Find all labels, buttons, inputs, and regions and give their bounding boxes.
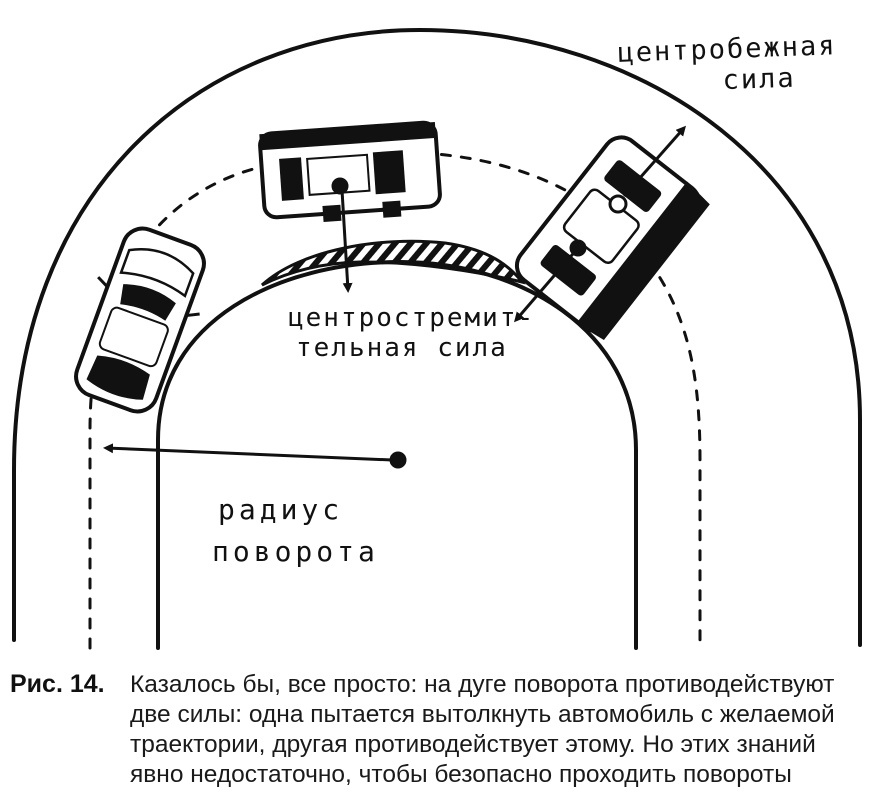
turn-diagram	[12, 27, 862, 650]
car-top	[258, 120, 442, 222]
caption-line-4: явно недостаточно, чтобы безопасно прохо…	[130, 761, 792, 788]
radius-label-line-1: радиус	[218, 493, 344, 526]
car-right	[514, 135, 710, 340]
caption-text: Казалось бы, все просто: на дуге поворот…	[130, 670, 870, 790]
centripetal-label-line-1: центростремит-	[288, 303, 536, 333]
figure-caption: Рис. 14. Казалось бы, все просто: на дуг…	[0, 660, 876, 804]
centripetal-force-label: центростремит- тельная сила	[288, 303, 536, 364]
hatched-curb	[260, 239, 526, 287]
caption-line-2: две силы: одна пытается вытолкнуть автом…	[130, 701, 835, 728]
figure-number: Рис. 14.	[10, 670, 105, 698]
caption-line-3: траектории, другая противодействует этом…	[130, 731, 816, 758]
centrifugal-force-label: центробежная сила	[617, 30, 838, 100]
centripetal-label-line-2: тельная сила	[296, 332, 508, 363]
turn-radius-label: радиус поворота	[212, 493, 379, 569]
force-arrows	[103, 125, 686, 469]
outer-road-edge	[12, 27, 862, 647]
car-left	[74, 226, 206, 414]
trajectory-line	[88, 150, 702, 650]
radius-label-line-2: поворота	[212, 535, 379, 569]
caption-line-1: Казалось бы, все просто: на дуге поворот…	[130, 671, 835, 698]
